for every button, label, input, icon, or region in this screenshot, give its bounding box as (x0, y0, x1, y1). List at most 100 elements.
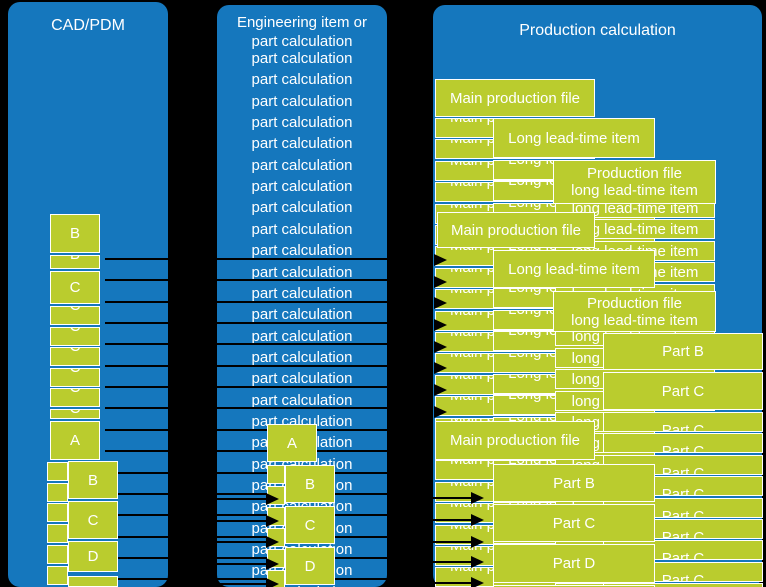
main-production-file-2: Main production file (437, 212, 595, 248)
engineering-item-a: A (267, 424, 317, 462)
engineering-item-b: B (285, 465, 335, 503)
arrow-line (217, 520, 267, 522)
arrow-head (434, 341, 447, 353)
part-c-sliver: Part C (603, 433, 763, 453)
part-calculation-row: part calculation (251, 178, 353, 195)
part-calculation-row: part calculation (251, 71, 353, 88)
cad-item-d: D (68, 576, 118, 587)
long-lead-time-item-1: Long lead-time item (493, 118, 655, 158)
connector-line (105, 493, 168, 495)
main-production-file-1: Main production file (435, 79, 595, 117)
part-c-sliver-label: Part C (661, 465, 705, 475)
part-calculation-row: part calculation (251, 50, 353, 67)
part-b-1: Part B (603, 333, 763, 370)
part-c-sliver-label: Part C (661, 550, 705, 560)
cad-item-c: C (50, 306, 100, 325)
part-calculation-row: part calculation (251, 93, 353, 110)
arrow-head (434, 276, 447, 288)
cad-item-c-label: C (51, 389, 99, 398)
cad-item-b: B (50, 255, 100, 269)
part-calculation-row: part calculation (251, 392, 353, 409)
cad-item-c: C (50, 388, 100, 407)
arrow-head (266, 493, 279, 505)
cad-item-b: B (68, 461, 118, 499)
part-calculation-row: part calculation (251, 221, 353, 238)
connector-line (217, 407, 387, 409)
arrow-line (217, 563, 267, 565)
production-file-llt-2: Production file long lead-time item (553, 291, 716, 332)
connector-line (105, 557, 168, 559)
part-c-sliver-label: Part C (661, 572, 705, 582)
part-calculation-row: part calculation (251, 114, 353, 131)
connector-line (105, 322, 168, 324)
arrow-head (266, 515, 279, 527)
cad-item-c: C (50, 271, 100, 304)
connector-line (105, 514, 168, 516)
long-lead-time-item-2: Long lead-time item (493, 250, 655, 288)
part-c-sliver-label: Part C (661, 529, 705, 539)
part-c-sliver-label: Part C (661, 422, 705, 432)
part-calculation-row: part calculation (217, 582, 387, 587)
engineering-item-tab (267, 465, 285, 484)
part-d-2: Part D (493, 544, 655, 583)
cad-item-c: C (50, 347, 100, 366)
connector-line (105, 450, 168, 452)
arrow-head (434, 384, 447, 396)
arrow-head (434, 254, 447, 266)
arrow-head (434, 319, 447, 331)
part-calculation-row: part calculation (251, 264, 353, 281)
part-c-sliver-label: Part C (661, 486, 705, 496)
connector-line (217, 365, 387, 367)
connector-line (217, 343, 387, 345)
arrow-line (433, 541, 471, 543)
connector-line (105, 343, 168, 345)
cad-item-tab (47, 483, 68, 502)
cad-item-c-label: C (51, 307, 99, 316)
connector-line (105, 578, 168, 580)
connector-line (105, 258, 168, 260)
arrow-line (433, 519, 471, 521)
connector-line (105, 407, 168, 409)
cad-item-c-label: C (51, 348, 99, 357)
connector-line (105, 301, 168, 303)
arrow-line (433, 582, 471, 584)
arrow-head (434, 297, 447, 309)
arrow-head (471, 556, 484, 568)
cad-item-b: B (50, 214, 100, 253)
connector-line (217, 258, 387, 260)
connector-line (217, 322, 387, 324)
arrow-head (471, 514, 484, 526)
part-calculation-row: part calculation (251, 349, 353, 366)
part-c-sliver-label: Part C (661, 443, 705, 453)
cad-item-c: C (68, 501, 118, 539)
engineering-item-title: Engineering item or part calculation (236, 14, 368, 50)
connector-line (105, 279, 168, 281)
part-calculation-row: part calculation (251, 135, 353, 152)
arrow-head (471, 492, 484, 504)
cad-item-c: C (50, 368, 100, 387)
connector-line (217, 386, 387, 388)
part-calculation-row: part calculation (251, 157, 353, 174)
part-calculation-row: part calculation (251, 370, 353, 387)
arrow-line (433, 497, 471, 499)
cad-item-d: D (68, 541, 118, 572)
connector-line (105, 365, 168, 367)
part-calculation-row: part calculation (251, 306, 353, 323)
cad-item-c: C (50, 327, 100, 346)
arrow-head (471, 577, 484, 587)
engineering-item-c: C (285, 506, 335, 544)
main-production-file-3: Main production file (435, 421, 595, 460)
arrow-head (266, 558, 279, 570)
arrow-head (266, 578, 279, 587)
arrow-line (217, 583, 267, 585)
connector-line (105, 386, 168, 388)
arrow-head (471, 536, 484, 548)
arrow-head (434, 406, 447, 418)
engineering-item-d: D (285, 547, 335, 585)
long-lead-time-row: long lead-time item (555, 219, 715, 239)
production-file-llt-1: Production file long lead-time item (553, 160, 716, 204)
part-b-2: Part B (493, 464, 655, 502)
part-c-1: Part C (603, 372, 763, 410)
connector-line (217, 279, 387, 281)
part-d-sliver: Part D (493, 585, 655, 587)
